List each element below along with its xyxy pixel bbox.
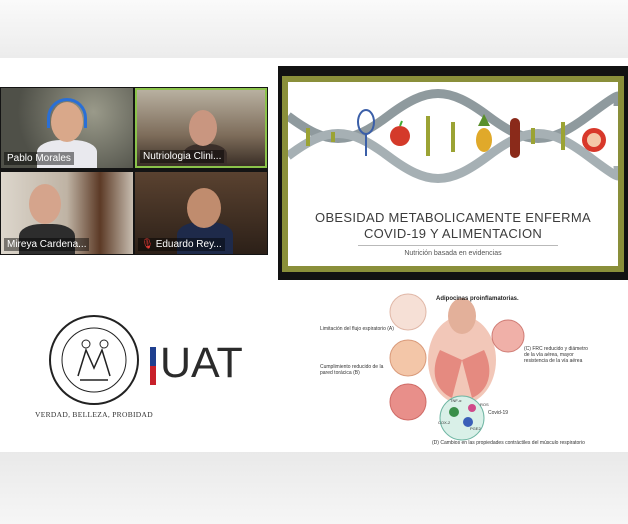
label-pge2: PGE2 xyxy=(470,426,481,431)
top-background-band xyxy=(0,0,628,58)
slide-title-line-1: OBESIDAD METABOLICAMENTE ENFERMA xyxy=(315,210,591,225)
pineapple-icon xyxy=(476,114,492,152)
slide-title: OBESIDAD METABOLICAMENTE ENFERMA COVID-1… xyxy=(288,210,618,242)
participant-name-row: 🎙︎Eduardo Rey... xyxy=(138,238,225,251)
label-tnf: TNF-α xyxy=(450,398,462,403)
label-cox2: COX-2 xyxy=(438,420,451,425)
uat-logo-text: UAT xyxy=(160,339,243,387)
label-a: Limitación del flujo espiratorio (A) xyxy=(320,326,394,332)
seal-emblem-icon xyxy=(49,315,139,405)
tennis-racket-icon xyxy=(357,109,375,156)
sausage-icon xyxy=(510,118,520,158)
participant-name: Nutriologia Clini... xyxy=(140,150,225,163)
participant-body xyxy=(183,144,227,166)
participant-tile[interactable]: Mireya Cardena... xyxy=(1,172,133,254)
dna-helix-graphic xyxy=(288,89,618,183)
label-covid: Covid-19 xyxy=(488,410,509,416)
participant-head xyxy=(29,184,61,224)
participant-head xyxy=(189,110,217,146)
anatomy-illustration xyxy=(389,293,525,441)
participant-body xyxy=(37,140,97,168)
slide-subtitle: Nutrición basada en evidencias xyxy=(404,250,502,257)
obesity-respiratory-diagram: Adipocinas proinflamatorias. Limitación … xyxy=(312,290,590,450)
participant-body xyxy=(19,224,75,254)
participant-tile[interactable]: Pablo Morales xyxy=(1,88,133,168)
participant-tile-active-speaker[interactable]: Nutriologia Clini... xyxy=(135,88,267,168)
slide-content: OBESIDAD METABOLICAMENTE ENFERMA COVID-1… xyxy=(282,76,624,272)
shared-slide: OBESIDAD METABOLICAMENTE ENFERMA COVID-1… xyxy=(278,66,628,280)
uat-flag-bar-icon xyxy=(150,347,156,385)
bottom-background-band xyxy=(0,452,628,524)
university-seal-logo: VERDAD, BELLEZA, PROBIDAD xyxy=(24,310,164,420)
participant-head xyxy=(187,188,221,228)
participant-name: Eduardo Rey... xyxy=(155,239,222,250)
uat-logo: UAT xyxy=(150,339,250,389)
participant-name: Mireya Cardena... xyxy=(4,238,90,251)
seal-motto: VERDAD, BELLEZA, PROBIDAD xyxy=(35,410,153,419)
participant-tile[interactable]: 🎙︎Eduardo Rey... xyxy=(135,172,267,254)
participant-name: Pablo Morales xyxy=(4,152,74,165)
slide-divider xyxy=(358,245,558,246)
label-b: Cumplimiento reducido de la pared toráci… xyxy=(320,364,384,376)
label-c: (C) FRC reducido y diámetro de la vía aé… xyxy=(524,346,588,364)
headset-icon xyxy=(47,98,87,128)
tomato-icon xyxy=(582,128,606,152)
label-d: (D) Cambios en las propiedades contrácti… xyxy=(432,440,585,446)
video-grid: Pablo Morales Nutriologia Clini... Mirey… xyxy=(0,87,268,255)
apple-icon xyxy=(390,120,410,146)
slide-title-line-2: COVID-19 Y ALIMENTACION xyxy=(363,226,543,241)
mic-muted-icon: 🎙︎ xyxy=(141,239,154,250)
diagram-title: Adipocinas proinflamatorias. xyxy=(436,296,519,302)
label-ros: ROS xyxy=(480,402,489,407)
